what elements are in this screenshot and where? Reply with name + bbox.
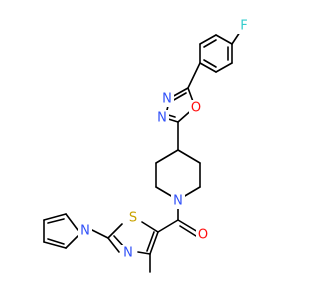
pyrrole-nitrogen-atom: N xyxy=(78,223,92,239)
bond xyxy=(215,62,233,73)
bond xyxy=(199,34,217,45)
bond xyxy=(65,213,79,231)
thiazole-nitrogen-label: N xyxy=(123,246,133,261)
bond xyxy=(137,251,151,255)
oxadiazole-nitrogen-atom: N xyxy=(155,110,169,126)
bond xyxy=(179,225,197,237)
fluorine-label: F xyxy=(240,19,247,34)
bond xyxy=(43,241,67,249)
thiazole-nitrogen-atom: N xyxy=(121,245,135,261)
bond xyxy=(215,34,233,45)
atom-labels: F O N N N O S N xyxy=(78,18,251,261)
piperidine-nitrogen-label: N xyxy=(173,194,183,209)
bond xyxy=(203,59,217,68)
bond xyxy=(146,231,155,252)
bond xyxy=(141,221,159,233)
oxadiazole-oxygen-label: O xyxy=(191,101,201,116)
oxadiazole-oxygen-atom: O xyxy=(189,100,203,116)
oxadiazole-nitrogen-label: N xyxy=(157,111,167,126)
bond xyxy=(91,229,109,239)
bond xyxy=(107,237,120,253)
fluorine-atom: F xyxy=(237,18,251,34)
bond xyxy=(155,149,179,164)
bond xyxy=(47,218,65,224)
bond xyxy=(149,231,159,255)
piperidine-nitrogen-atom: N xyxy=(171,193,185,209)
oxadiazole-nitrogen-atom: N xyxy=(160,91,174,107)
bond xyxy=(177,149,201,164)
molecule-structure-diagram: F O N N N O S N xyxy=(43,18,251,273)
carbonyl-oxygen-atom: O xyxy=(196,227,210,243)
thiazole-sulfur-atom: S xyxy=(126,210,140,226)
pyrrole-nitrogen-label: N xyxy=(80,224,90,239)
carbonyl-oxygen-label: O xyxy=(198,228,208,243)
bond xyxy=(65,235,79,249)
bond xyxy=(157,219,179,233)
bond xyxy=(107,223,123,239)
bond xyxy=(43,213,67,221)
bond xyxy=(203,39,217,48)
bond xyxy=(199,62,217,73)
bond xyxy=(47,238,65,245)
thiazole-sulfur-label: S xyxy=(129,211,137,226)
bond xyxy=(171,92,187,102)
bonds xyxy=(43,31,241,273)
bond xyxy=(187,62,201,89)
oxadiazole-nitrogen-label: N xyxy=(162,92,172,107)
bond xyxy=(177,219,199,233)
